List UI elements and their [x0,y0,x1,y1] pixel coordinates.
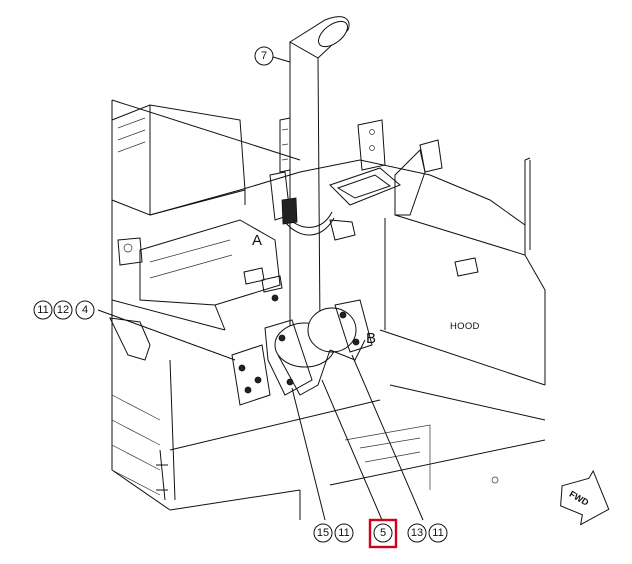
callout-group-bottom-right[interactable]: 13 11 [407,523,448,543]
fwd-label: FWD [568,489,591,508]
lift-bracket [329,119,443,216]
hood-latches [243,257,479,293]
callout-15-number: 15 [317,527,329,539]
callout-group-left[interactable]: 11 12 4 [33,300,95,320]
hood-label: HOOD [450,321,480,332]
machine-hood-body [109,99,546,520]
callout-7[interactable]: 7 [254,46,274,66]
callout-4-number: 4 [82,304,88,316]
callout-11b-number: 11 [338,527,349,539]
callout-11-number: 11 [37,304,48,316]
callout-13-number: 13 [411,527,423,539]
callout-11c-number: 11 [432,527,443,539]
callout-7-number: 7 [261,50,267,62]
exhaust-stack [231,16,373,406]
view-label-b: B [366,330,376,347]
callout-5-highlighted[interactable]: 5 [368,518,398,549]
forward-arrow-icon: FWD [560,469,610,526]
callout-12-number: 12 [57,304,69,316]
callout-group-bottom-left[interactable]: 15 11 [313,523,354,543]
leader-lines [97,56,424,521]
callout-5-number: 5 [380,527,386,539]
view-label-a: A [252,232,262,249]
